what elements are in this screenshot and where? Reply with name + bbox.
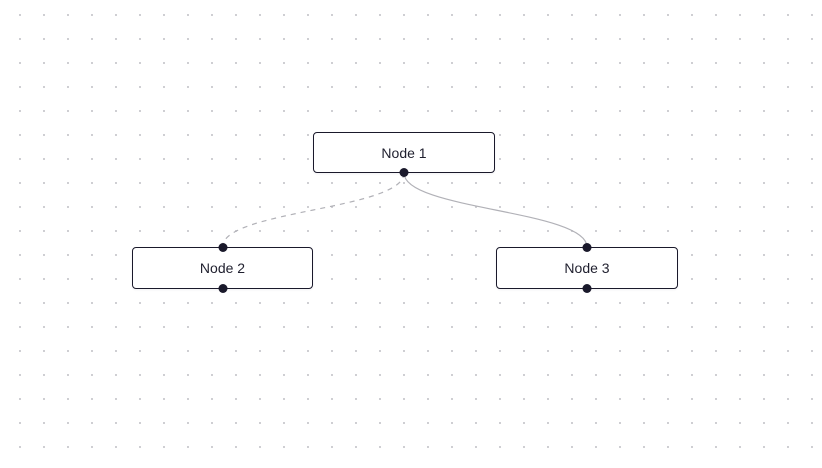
node-3-source-handle[interactable] bbox=[582, 284, 592, 293]
node-3[interactable]: Node 3 bbox=[496, 243, 678, 293]
node-2-label: Node 2 bbox=[199, 260, 246, 276]
node-2-source-handle[interactable] bbox=[218, 284, 227, 293]
node-3-target-handle[interactable] bbox=[582, 243, 592, 252]
node-1-source-handle[interactable] bbox=[399, 168, 409, 177]
edge-1-3[interactable] bbox=[403, 172, 588, 248]
edge-1-2[interactable] bbox=[221, 172, 405, 248]
node-1-label: Node 1 bbox=[381, 144, 427, 161]
node-1[interactable]: Node 1 bbox=[313, 132, 495, 177]
node-2-target-handle[interactable] bbox=[218, 243, 227, 252]
node-3-label: Node 3 bbox=[564, 260, 610, 276]
node-2[interactable]: Node 2 bbox=[132, 243, 313, 293]
